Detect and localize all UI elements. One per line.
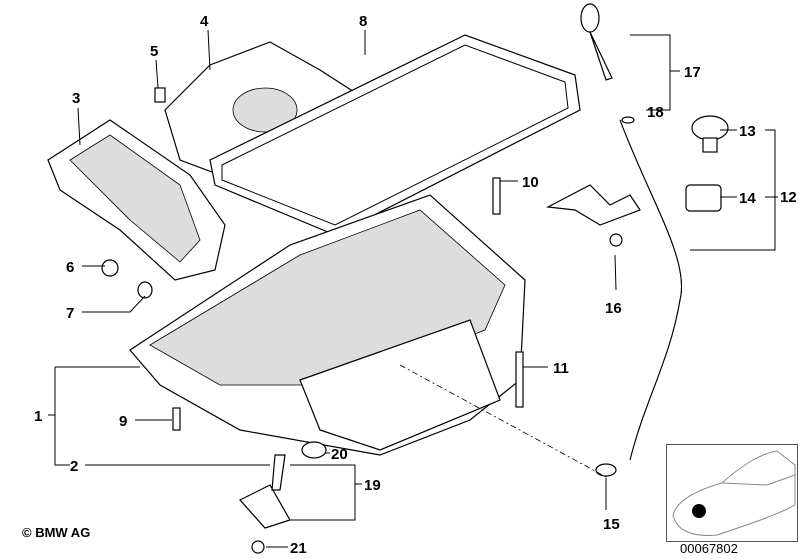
part-16-bolt[interactable]: [609, 233, 623, 247]
copyright: © BMW AG: [22, 525, 91, 540]
part-3-heat-shield[interactable]: [47, 119, 226, 281]
leader-lines: [48, 29, 778, 548]
callout-6: 6: [66, 259, 74, 276]
callout-17: 17: [684, 64, 701, 81]
callout-5: 5: [150, 43, 158, 60]
part-19-pickup[interactable]: [239, 454, 291, 529]
part-7-seal[interactable]: [137, 281, 153, 299]
part-5-bolt[interactable]: [154, 87, 166, 103]
part-dipstick-tube[interactable]: [545, 119, 682, 461]
part-20-oring[interactable]: [301, 441, 327, 459]
vehicle-location-inset: [666, 444, 798, 542]
callout-15: 15: [603, 516, 620, 533]
callout-18: 18: [647, 104, 664, 121]
part-17-dipstick[interactable]: [580, 3, 635, 124]
location-marker: [692, 504, 706, 518]
car-outline-icon: [672, 450, 796, 536]
callout-21: 21: [290, 540, 307, 557]
part-11-bolt[interactable]: [515, 351, 524, 408]
part-14-holder[interactable]: [685, 184, 722, 212]
diagram-code: 00067802: [680, 541, 738, 556]
callout-14: 14: [739, 190, 756, 207]
part-15-seal[interactable]: [595, 463, 617, 477]
callout-10: 10: [522, 174, 539, 191]
callout-9: 9: [119, 413, 127, 430]
callout-7: 7: [66, 305, 74, 322]
callout-4: 4: [200, 13, 209, 30]
part-6-plug[interactable]: [101, 259, 119, 277]
part-8-gasket[interactable]: [209, 34, 581, 236]
part-21-bolt[interactable]: [251, 540, 265, 554]
callout-13: 13: [739, 123, 756, 140]
callout-16: 16: [605, 300, 622, 317]
part-1-oil-pan[interactable]: [129, 194, 526, 456]
callout-1: 1: [34, 408, 42, 425]
part-10-bolt[interactable]: [492, 177, 501, 215]
callout-12: 12: [780, 189, 797, 206]
part-13-clip[interactable]: [691, 115, 729, 153]
callout-8: 8: [359, 13, 367, 30]
callout-19: 19: [364, 477, 381, 494]
callout-20: 20: [331, 446, 348, 463]
callout-11: 11: [553, 360, 569, 377]
part-9-bolt[interactable]: [172, 407, 181, 431]
callout-3: 3: [72, 90, 80, 107]
callout-2: 2: [70, 458, 78, 475]
